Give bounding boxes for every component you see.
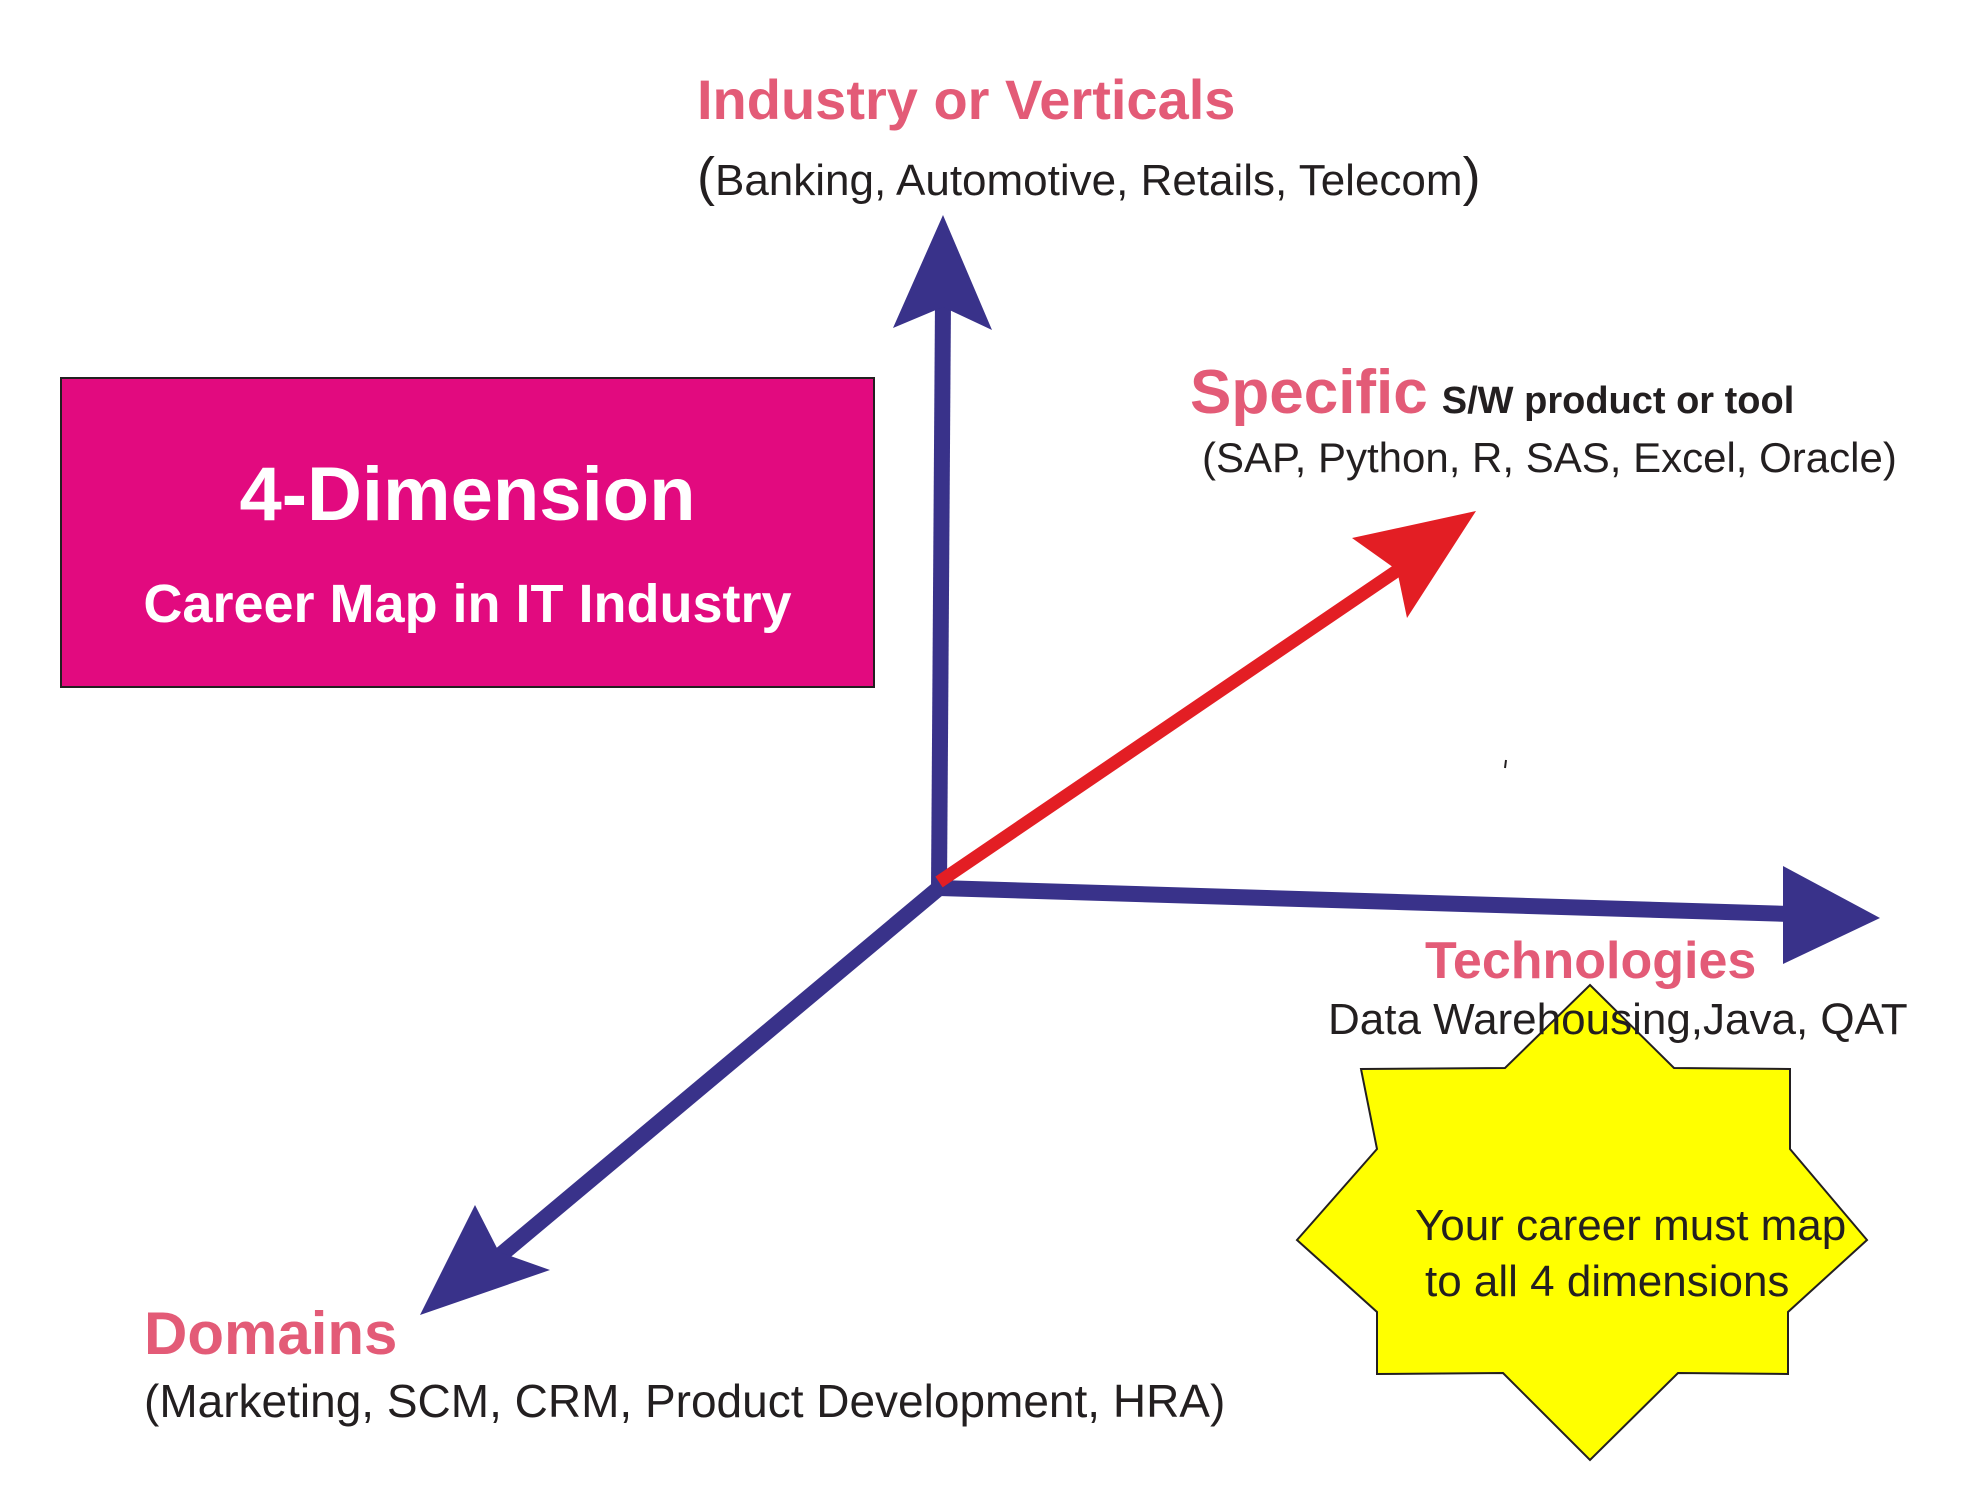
technologies-heading: Technologies	[1425, 932, 1757, 990]
specific-suffix: S/W product or tool	[1441, 380, 1795, 422]
industry-detail-text: Banking, Automotive, Retails, Telecom	[714, 156, 1463, 205]
star-note: Your career must map to all 4 dimensions	[1415, 1198, 1846, 1310]
industry-axis-line	[931, 299, 951, 889]
domains-axis-line	[491, 881, 945, 1265]
technologies-axis-line	[938, 880, 1791, 922]
industry-detail: (Banking, Automotive, Retails, Telecom)	[697, 150, 1481, 204]
industry-close-paren: )	[1462, 147, 1481, 207]
industry-arrow-icon	[893, 215, 992, 330]
star-note-line2: to all 4 dimensions	[1425, 1257, 1790, 1306]
specific-heading: Specific	[1190, 358, 1428, 427]
stray-tick	[1504, 759, 1507, 769]
title-subtitle: Career Map in IT Industry	[143, 574, 792, 634]
title-box: 4-Dimension Career Map in IT Industry	[60, 377, 875, 688]
technologies-arrow-icon	[1783, 866, 1880, 964]
specific-axis-line	[935, 564, 1402, 888]
title-main: 4-Dimension	[239, 452, 696, 537]
domains-heading: Domains	[144, 1300, 398, 1367]
technologies-detail: Data Warehousing,Java, QAT	[1328, 995, 1908, 1044]
industry-open-paren: (	[697, 147, 715, 207]
specific-arrow-icon	[1352, 511, 1476, 618]
specific-detail: (SAP, Python, R, SAS, Excel, Oracle)	[1202, 434, 1897, 481]
star-note-line1: Your career must map	[1415, 1201, 1847, 1250]
domains-arrow-icon	[420, 1205, 550, 1315]
domains-detail: (Marketing, SCM, CRM, Product Developmen…	[144, 1375, 1226, 1427]
industry-heading: Industry or Verticals	[697, 68, 1236, 131]
star-burst-icon	[1295, 983, 1869, 1462]
